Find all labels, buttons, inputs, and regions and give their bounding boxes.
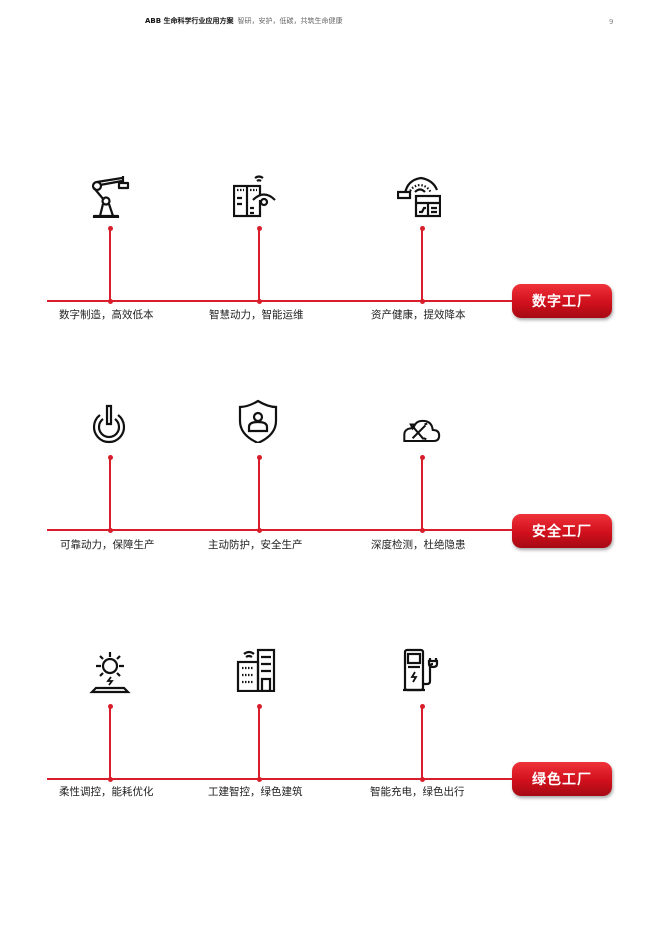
timeline-dot <box>107 298 113 304</box>
timeline-dot <box>107 527 113 533</box>
section-safety-factory: 可靠动力，保障生产 主动防护，安全生产 深度检测，杜绝隐患 安全工厂 <box>0 0 662 551</box>
solar-energy-icon <box>88 650 132 694</box>
header-brand: ABB 生命科学行业应用方案 <box>145 17 234 25</box>
item-label: 主动防护，安全生产 <box>208 539 303 551</box>
timeline-dot <box>256 776 262 782</box>
section-digital-factory: 数字制造，高效低本 智慧动力，智能运维 资产健康，提效降本 数字工厂 <box>0 0 662 321</box>
timeline-dot <box>419 298 425 304</box>
timeline-line <box>47 529 517 531</box>
ev-charger-icon <box>401 648 445 692</box>
asset-gauge-dashboard-icon <box>396 174 442 218</box>
item-label: 深度检测，杜绝隐患 <box>371 539 466 551</box>
badge-digital-factory: 数字工厂 <box>512 284 612 318</box>
page-header: ABB 生命科学行业应用方案智研，安护，低碳，共筑生命健康 <box>145 16 343 26</box>
timeline-dot <box>419 454 425 460</box>
timeline-dot <box>107 703 113 709</box>
item-label: 智能充电，绿色出行 <box>370 786 465 798</box>
shield-user-icon <box>236 399 280 445</box>
badge-green-factory: 绿色工厂 <box>512 762 612 796</box>
page-number: 9 <box>609 18 614 26</box>
item-label: 数字制造，高效低本 <box>59 309 154 321</box>
timeline-dot <box>256 225 262 231</box>
timeline-line <box>47 300 517 302</box>
item-label: 柔性调控，能耗优化 <box>59 786 154 798</box>
cloud-tools-icon <box>397 408 441 452</box>
robot-arm-icon <box>88 174 132 220</box>
timeline-dot <box>419 527 425 533</box>
timeline-line <box>47 778 517 780</box>
timeline-dot <box>256 703 262 709</box>
timeline-dot <box>107 454 113 460</box>
badge-safety-factory: 安全工厂 <box>512 514 612 548</box>
item-label: 资产健康，提效降本 <box>371 309 466 321</box>
item-label: 智慧动力，智能运维 <box>209 309 304 321</box>
power-button-icon <box>87 404 131 448</box>
smart-cabinet-monitor-icon <box>232 174 277 218</box>
timeline-dot <box>256 527 262 533</box>
item-label: 工建智控，绿色建筑 <box>208 786 303 798</box>
section-green-factory: 柔性调控，能耗优化 工建智控，绿色建筑 智能充电，绿色出行 绿色工厂 <box>0 0 662 798</box>
timeline-dot <box>256 298 262 304</box>
timeline-dot <box>419 703 425 709</box>
item-label: 可靠动力，保障生产 <box>60 539 155 551</box>
header-subtitle: 智研，安护，低碳，共筑生命健康 <box>237 17 343 25</box>
timeline-dot <box>419 225 425 231</box>
timeline-dot <box>107 776 113 782</box>
timeline-dot <box>107 225 113 231</box>
timeline-dot <box>419 776 425 782</box>
smart-building-icon <box>236 648 280 693</box>
timeline-dot <box>256 454 262 460</box>
